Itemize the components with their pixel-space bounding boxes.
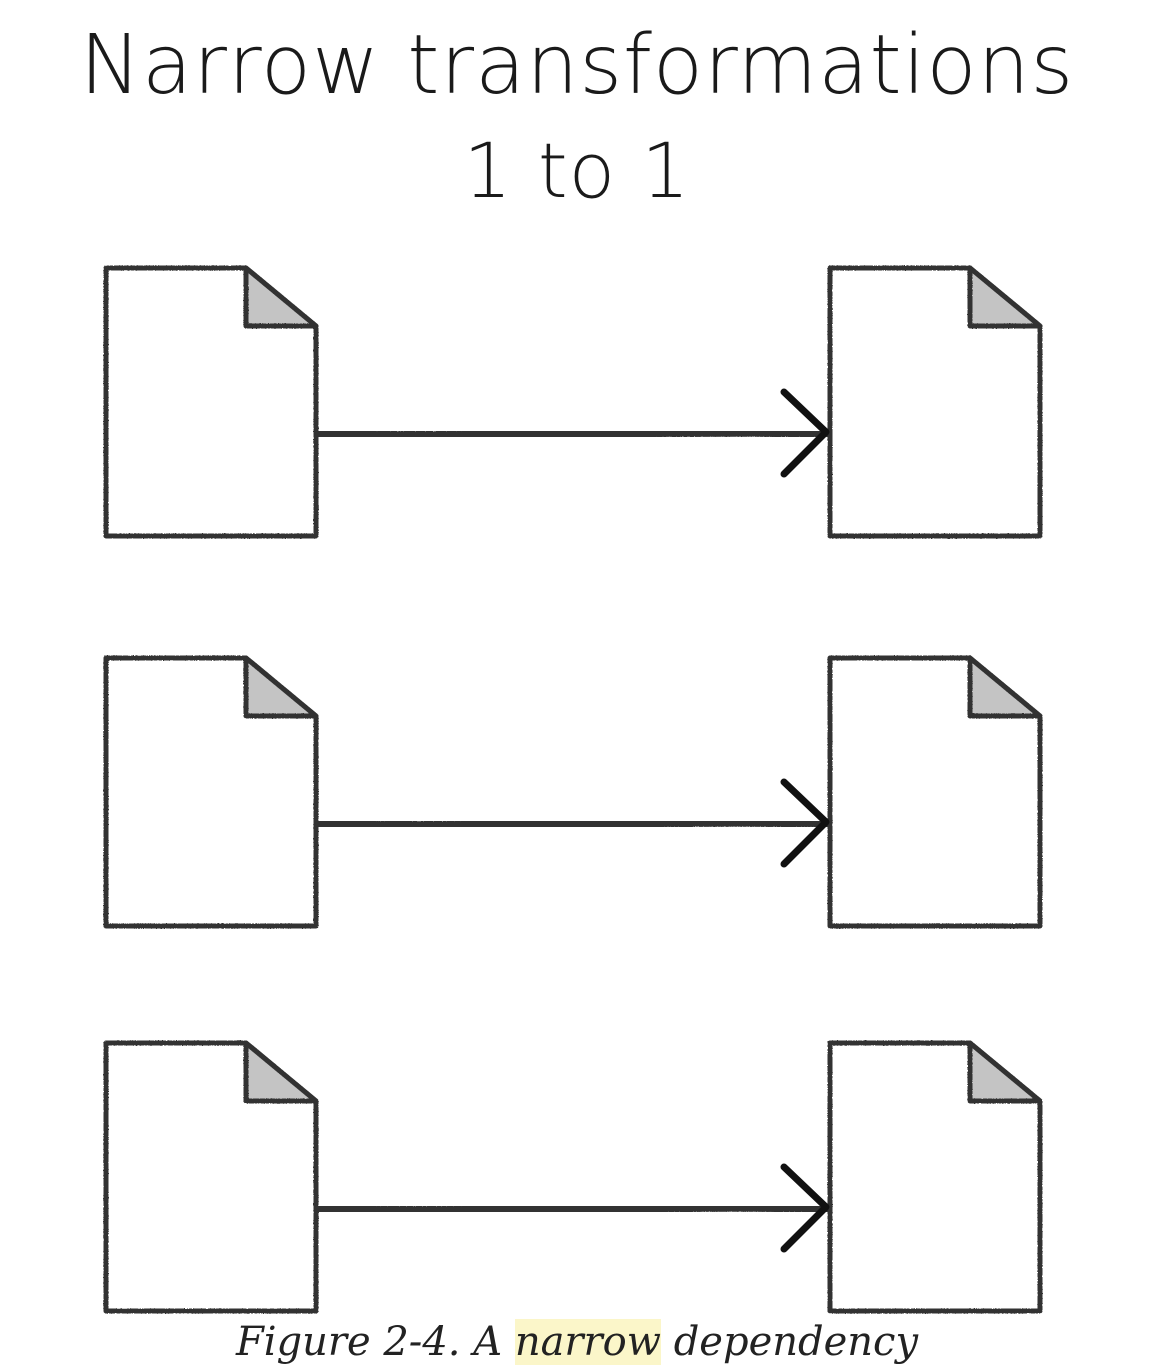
source-document-icon-2 (103, 655, 319, 929)
source-document-icon-3 (103, 1040, 319, 1314)
target-document-icon-3 (827, 1040, 1043, 1314)
figure-caption: Figure 2-4. A narrow dependency (0, 1318, 1154, 1366)
arrow-right-icon-1 (314, 388, 832, 478)
title-line-2: 1 to 1 (463, 126, 691, 215)
target-document-icon-3-outline (827, 1040, 1043, 1314)
arrow-shaft-1 (314, 425, 832, 443)
arrow-head-1 (780, 388, 830, 478)
arrow-shaft-2 (314, 815, 832, 833)
target-document-icon-1-outline (827, 265, 1043, 539)
rows-group (103, 265, 1043, 1314)
target-document-icon-2-outline (827, 655, 1043, 929)
target-document-icon-1-fold (967, 265, 1043, 329)
caption-suffix: dependency (660, 1319, 919, 1365)
transformation-row-2 (103, 655, 1043, 929)
target-document-icon-1 (827, 265, 1043, 539)
source-document-icon-1 (103, 265, 319, 539)
source-document-icon-2-fold (243, 655, 319, 719)
arrow-head-2 (780, 778, 830, 868)
target-document-icon-2-fold (967, 655, 1043, 719)
target-document-icon-2 (827, 655, 1043, 929)
source-document-icon-1-fold (243, 265, 319, 329)
arrow-shaft-3 (314, 1200, 832, 1218)
transformation-row-1 (103, 265, 1043, 539)
caption-prefix: Figure 2-4. A (235, 1319, 515, 1365)
transformation-row-3 (103, 1040, 1043, 1314)
caption-highlight: narrow (514, 1319, 661, 1365)
source-document-icon-3-fold (243, 1040, 319, 1104)
arrow-right-icon-3 (314, 1163, 832, 1253)
target-document-icon-3-fold (967, 1040, 1043, 1104)
arrow-right-icon-2 (314, 778, 832, 868)
title-line-1: Narrow transformations (79, 18, 1075, 113)
arrow-head-3 (780, 1163, 830, 1253)
